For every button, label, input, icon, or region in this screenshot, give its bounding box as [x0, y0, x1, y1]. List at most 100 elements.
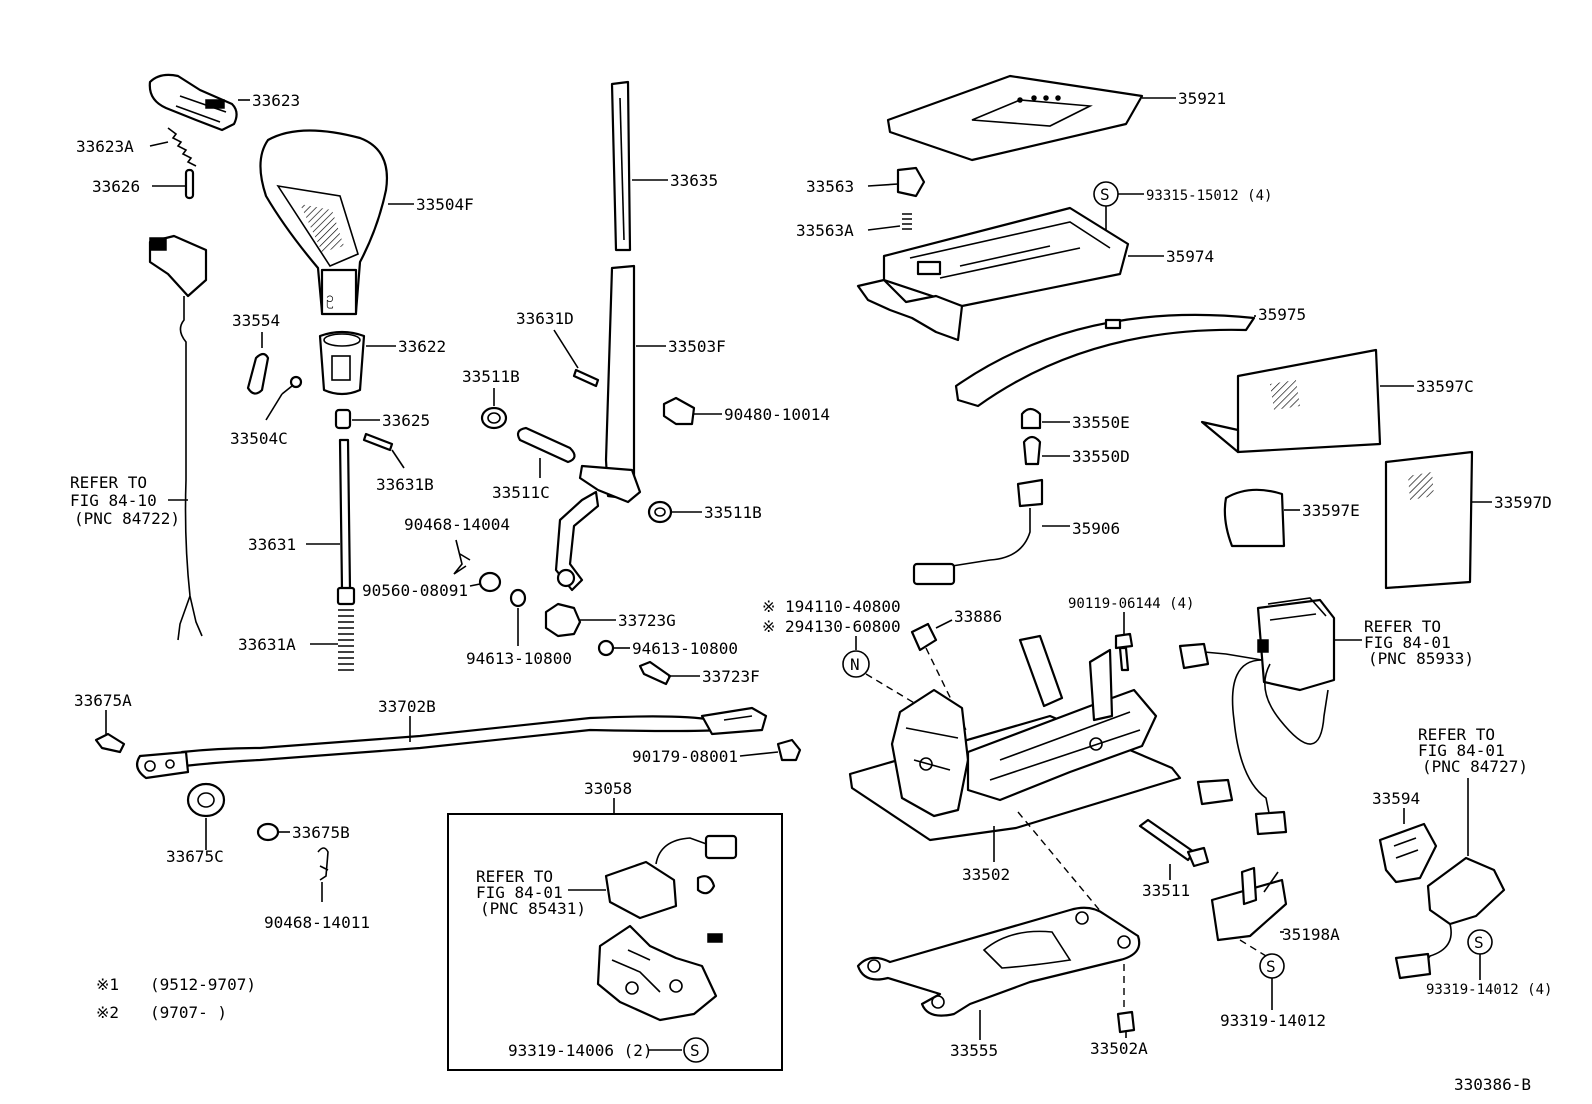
stopper-33886	[910, 622, 938, 652]
refer-84722-line2: FIG 84-10	[70, 491, 157, 510]
label-194110: ※ 194110-40800	[762, 597, 901, 616]
label-33597d: 33597D	[1494, 493, 1552, 512]
screw-callout-93319-14006	[683, 1037, 709, 1063]
sleeve-33511c	[516, 426, 576, 464]
socket-wire-35906	[912, 478, 1044, 586]
bushing-90560	[478, 571, 502, 593]
screw-33504c	[281, 375, 303, 395]
label-33511c: 33511C	[492, 483, 550, 502]
refer-85431-line2: FIG 84-01	[476, 883, 563, 902]
clip-90468-14004	[453, 539, 471, 575]
label-33626: 33626	[92, 177, 140, 196]
lever-33503f	[554, 264, 642, 592]
rod-33631	[336, 438, 356, 606]
label-93319-14006: 93319-14006 (2)	[508, 1041, 653, 1060]
label-90179: 90179-08001	[632, 747, 738, 766]
clip-90468-14011	[317, 847, 329, 881]
legend-range-1: (9512-9707)	[150, 975, 256, 994]
screw-symbol-3: S	[1266, 957, 1276, 976]
label-90468-14004: 90468-14004	[404, 515, 510, 534]
label-33550d: 33550D	[1072, 447, 1130, 466]
refer-85431-line3: (PNC 85431)	[480, 899, 586, 918]
bolt-33511	[1138, 818, 1210, 868]
bracket-35198a	[1210, 866, 1288, 942]
label-33723f: 33723F	[702, 667, 760, 686]
legend-mark-2: ※2	[96, 1003, 119, 1022]
sheet-33597c	[1200, 348, 1382, 454]
label-33594: 33594	[1372, 789, 1420, 808]
refer-85431-line1: REFER TO	[476, 867, 553, 886]
spring-33563a	[902, 213, 912, 230]
label-33675b: 33675B	[292, 823, 350, 842]
nut-callout	[842, 650, 870, 678]
base-bracket-33502	[848, 634, 1182, 842]
label-94613-b: 94613-10800	[632, 639, 738, 658]
rod-33635	[610, 80, 632, 252]
pin-33631d	[572, 368, 600, 388]
spring-33623a	[167, 127, 197, 167]
label-33503f: 33503F	[668, 337, 726, 356]
label-294130: ※ 294130-60800	[762, 617, 901, 636]
sheet-33597d	[1384, 450, 1474, 590]
knob-glyph: ဥ	[326, 290, 334, 308]
legend-mark-1: ※1	[96, 975, 119, 994]
label-33623a: 33623A	[76, 137, 134, 156]
bushing-33511b-lower	[647, 500, 673, 524]
label-33723g: 33723G	[618, 611, 676, 630]
label-33675a: 33675A	[74, 691, 132, 710]
nut-33502a	[1116, 1010, 1136, 1034]
collar-33675b	[256, 822, 280, 842]
label-35974: 35974	[1166, 247, 1214, 266]
label-33631a: 33631A	[238, 635, 296, 654]
label-90560: 90560-08091	[362, 581, 468, 600]
shift-knob-33504f: ဥ	[259, 129, 388, 316]
sleeve-33622	[318, 330, 366, 396]
label-33886: 33886	[954, 607, 1002, 626]
plate-33555	[856, 906, 1141, 1017]
washer-94613-a	[509, 588, 527, 608]
bulb-33550d	[1022, 435, 1042, 466]
switch-33563	[896, 166, 926, 198]
label-90119: 90119-06144 (4)	[1068, 596, 1194, 612]
clip-90480	[662, 396, 696, 426]
foam-33597e	[1223, 488, 1286, 548]
shift-rod-33702b	[135, 706, 768, 780]
inset-box-33058	[447, 813, 783, 1071]
shift-lock-assembly	[596, 834, 738, 1022]
label-33635: 33635	[670, 171, 718, 190]
bolt-33723f	[638, 660, 672, 686]
label-33631b: 33631B	[376, 475, 434, 494]
label-33511: 33511	[1142, 881, 1190, 900]
label-33597e: 33597E	[1302, 501, 1360, 520]
label-33555: 33555	[950, 1041, 998, 1060]
screw-symbol-1: S	[690, 1041, 700, 1060]
refer-85933-line3: (PNC 85933)	[1368, 649, 1474, 668]
label-93315: 93315-15012 (4)	[1146, 188, 1272, 204]
label-33502a: 33502A	[1090, 1039, 1148, 1058]
pin-33626	[184, 168, 195, 200]
refer-84722-line1: REFER TO	[70, 473, 147, 492]
label-90480: 90480-10014	[724, 405, 830, 424]
label-93319-14012-b: 93319-14012 (4)	[1426, 982, 1552, 998]
diagram-id: 330386-B	[1454, 1075, 1531, 1094]
refer-85933-line1: REFER TO	[1364, 617, 1441, 636]
label-33511b-upper: 33511B	[462, 367, 520, 386]
legend-range-2: (9707- )	[150, 1003, 227, 1022]
refer-84722-line3: (PNC 84722)	[74, 509, 180, 528]
bolt-33675a	[94, 732, 126, 754]
label-33631d: 33631D	[516, 309, 574, 328]
refer-84727-line2: FIG 84-01	[1418, 741, 1505, 760]
sensor-85933	[1178, 597, 1336, 836]
label-33511b-lower: 33511B	[704, 503, 762, 522]
label-33597c: 33597C	[1416, 377, 1474, 396]
label-33502: 33502	[962, 865, 1010, 884]
collar-33625	[334, 408, 352, 430]
retainer-33723g	[544, 602, 582, 638]
label-90468-14011: 90468-14011	[264, 913, 370, 932]
label-33504f: 33504F	[416, 195, 474, 214]
harness-84722	[148, 234, 208, 641]
nut-90179	[776, 738, 802, 762]
label-33504c: 33504C	[230, 429, 288, 448]
